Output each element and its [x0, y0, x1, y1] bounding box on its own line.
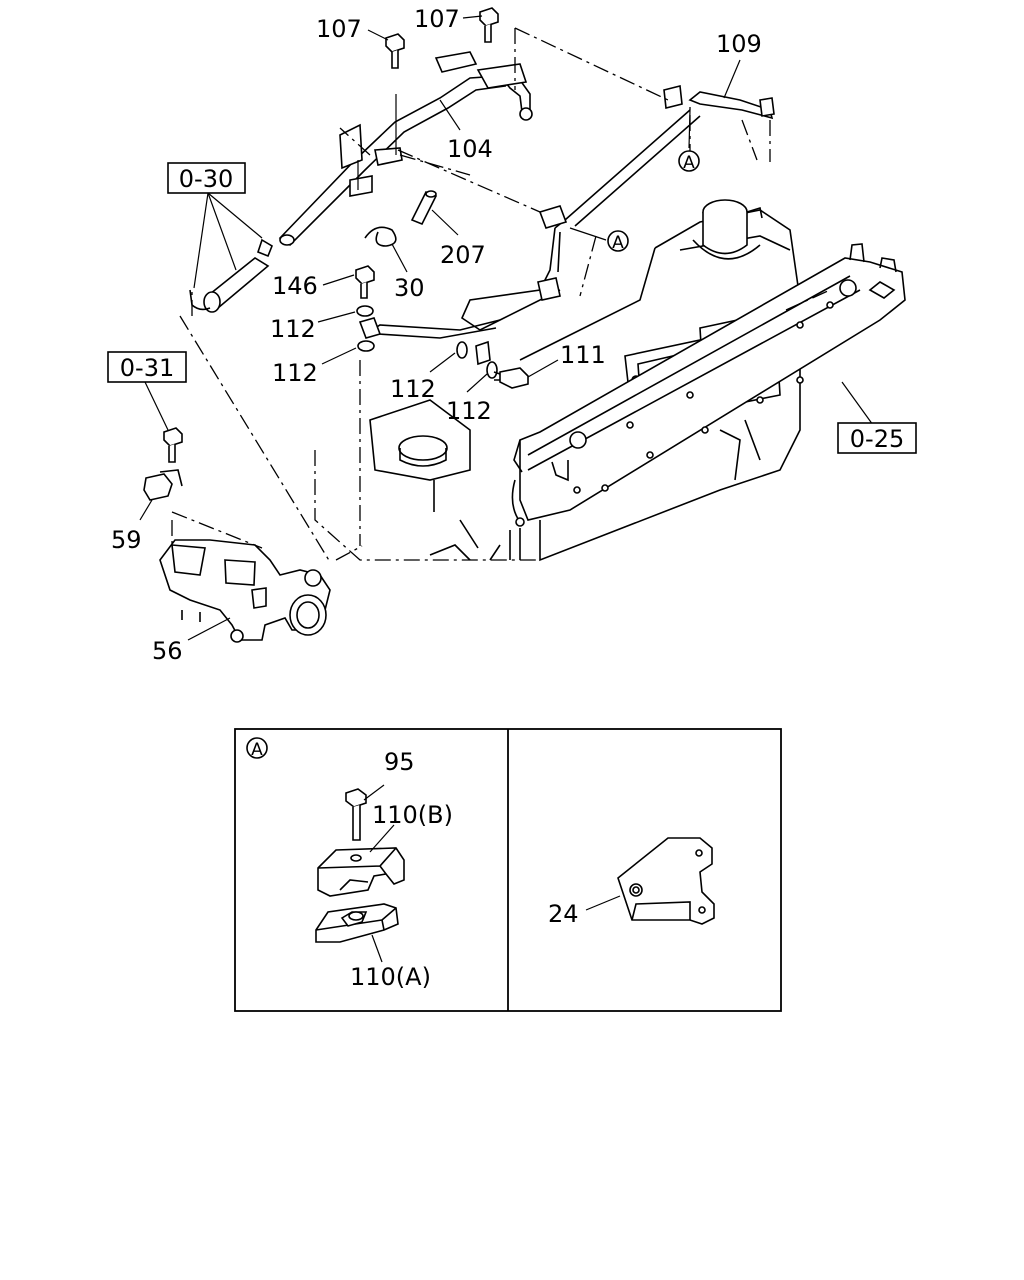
callout-146: 146 — [272, 272, 318, 300]
callout-112-a: 112 — [270, 315, 316, 343]
clip-30 — [364, 226, 397, 247]
hose-207 — [410, 190, 438, 226]
callout-112-c: 112 — [390, 375, 436, 403]
washers-112 — [356, 305, 498, 379]
phantom-lines — [171, 27, 831, 563]
callout-110b: 110(B) — [372, 801, 453, 829]
engine-block — [314, 209, 801, 562]
reference-0-25: 0-25 — [837, 422, 917, 454]
circle-mark-a-upper-text: A — [683, 153, 695, 173]
pipe-109 — [358, 85, 775, 339]
circle-mark-a-lower: A — [607, 230, 629, 253]
circle-mark-a-upper: A — [678, 150, 700, 173]
filler-cap — [692, 199, 763, 260]
bolt-0-31 — [163, 427, 183, 463]
bracket-110b — [317, 847, 405, 897]
circle-mark-a-lower-text: A — [612, 233, 624, 253]
callout-104: 104 — [447, 135, 493, 163]
detail-circle-mark-a-text: A — [251, 740, 263, 760]
callout-95: 95 — [384, 748, 415, 776]
callout-207: 207 — [440, 241, 486, 269]
bolt-146 — [355, 265, 375, 299]
bolt-111 — [493, 367, 529, 389]
callout-30: 30 — [394, 274, 425, 302]
bolt-107-left — [385, 33, 405, 69]
callout-110a: 110(A) — [350, 963, 431, 991]
reference-0-30-text: 0-30 — [179, 165, 233, 193]
callout-112-d: 112 — [446, 397, 492, 425]
bolt-95 — [345, 788, 367, 841]
reference-0-31-text: 0-31 — [120, 354, 174, 382]
callout-107-right: 107 — [414, 5, 460, 33]
rubber-110a — [315, 903, 399, 943]
callout-24: 24 — [548, 900, 579, 928]
detail-panel: A — [234, 728, 782, 1012]
reference-0-30: 0-30 — [167, 162, 246, 194]
callout-112-b: 112 — [272, 359, 318, 387]
callout-107-left: 107 — [316, 15, 362, 43]
reference-0-31: 0-31 — [107, 351, 187, 383]
water-manifold — [511, 243, 906, 527]
clamp-59 — [143, 469, 183, 501]
housing-56 — [159, 539, 331, 643]
callout-56: 56 — [152, 637, 183, 665]
reference-0-25-text: 0-25 — [850, 425, 904, 453]
hose-0-30 — [189, 238, 273, 313]
detail-circle-mark-a: A — [246, 737, 268, 760]
callout-109: 109 — [716, 30, 762, 58]
plate-24 — [617, 837, 715, 925]
callout-111: 111 — [560, 341, 606, 369]
bolt-107-right — [479, 7, 499, 43]
leader-lines — [139, 15, 874, 641]
callout-59: 59 — [111, 526, 142, 554]
water-pipe-104 — [278, 51, 533, 247]
